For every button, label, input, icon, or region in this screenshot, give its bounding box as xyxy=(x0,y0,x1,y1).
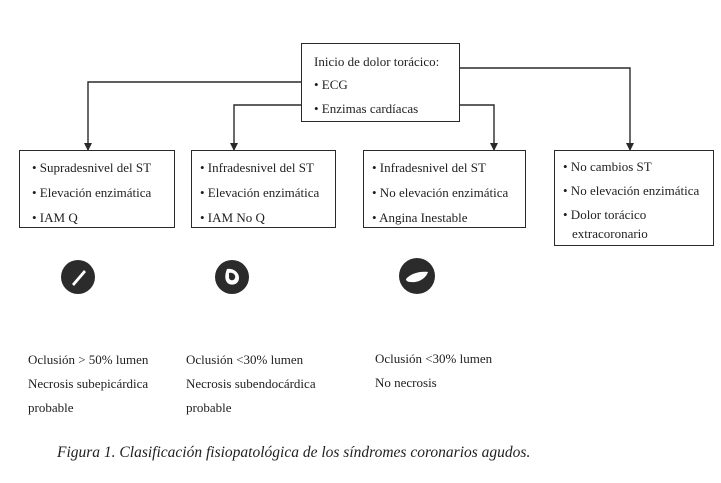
box-iam-no-q: • Infradesnivel del ST • Elevación enzim… xyxy=(191,150,336,228)
arrow-to-box-4 xyxy=(460,67,634,151)
top-box-title: Inicio de dolor torácico: xyxy=(314,54,440,69)
icon-mark xyxy=(72,270,86,286)
oclusion-icon xyxy=(215,260,249,294)
arrow-to-box-1 xyxy=(84,81,301,151)
caption-line: Oclusión > 50% lumen xyxy=(28,352,149,367)
box-line-continuation: extracoronario xyxy=(572,226,648,241)
box-line: • Elevación enzimática xyxy=(200,185,320,200)
box-line: • Supradesnivel del ST xyxy=(32,160,152,175)
icon-mark-inner xyxy=(229,272,236,281)
box-line: • No elevación enzimática xyxy=(563,183,700,198)
caption-line: Necrosis subendocárdica xyxy=(186,376,316,391)
box-no-cambios-st: • No cambios ST • No elevación enzimátic… xyxy=(554,150,714,246)
box-line: • No cambios ST xyxy=(563,159,652,174)
top-box: Inicio de dolor torácico: • ECG • Enzima… xyxy=(301,43,460,122)
icon-mark xyxy=(406,271,428,283)
caption-oclusion-30-no-necrosis: Oclusión <30% lumen No necrosis xyxy=(375,351,492,399)
arrow-to-box-2 xyxy=(230,104,301,151)
figure-caption: Figura 1. Clasificación fisiopatológica … xyxy=(57,444,531,461)
box-line: • IAM Q xyxy=(32,210,78,225)
caption-line: probable xyxy=(28,400,74,415)
box-angina-inestable: • Infradesnivel del ST • No elevación en… xyxy=(363,150,526,228)
box-iam-q: • Supradesnivel del ST • Elevación enzim… xyxy=(19,150,175,228)
caption-line: No necrosis xyxy=(375,375,437,390)
box-line: • No elevación enzimática xyxy=(372,185,509,200)
caption-line: probable xyxy=(186,400,232,415)
caption-oclusion-30-necrosis: Oclusión <30% lumen Necrosis subendocárd… xyxy=(186,352,316,424)
caption-line: Oclusión <30% lumen xyxy=(375,351,493,366)
box-line: • Elevación enzimática xyxy=(32,185,152,200)
caption-oclusion-50: Oclusión > 50% lumen Necrosis subepicárd… xyxy=(28,352,148,424)
oclusion-parcial-icon xyxy=(61,260,95,294)
box-line: • Infradesnivel del ST xyxy=(200,160,314,175)
box-line: • Angina Inestable xyxy=(372,210,468,225)
trombo-icon xyxy=(399,258,435,294)
caption-line: Oclusión <30% lumen xyxy=(186,352,304,367)
caption-line: Necrosis subepicárdica xyxy=(28,376,149,391)
box-line: • Infradesnivel del ST xyxy=(372,160,486,175)
box-line: • IAM No Q xyxy=(200,210,265,225)
top-box-item-ecg: • ECG xyxy=(314,77,348,92)
box-line: • Dolor torácico xyxy=(563,207,647,222)
arrow-to-box-3 xyxy=(460,104,498,151)
top-box-item-enzimas: • Enzimas cardíacas xyxy=(314,101,419,116)
